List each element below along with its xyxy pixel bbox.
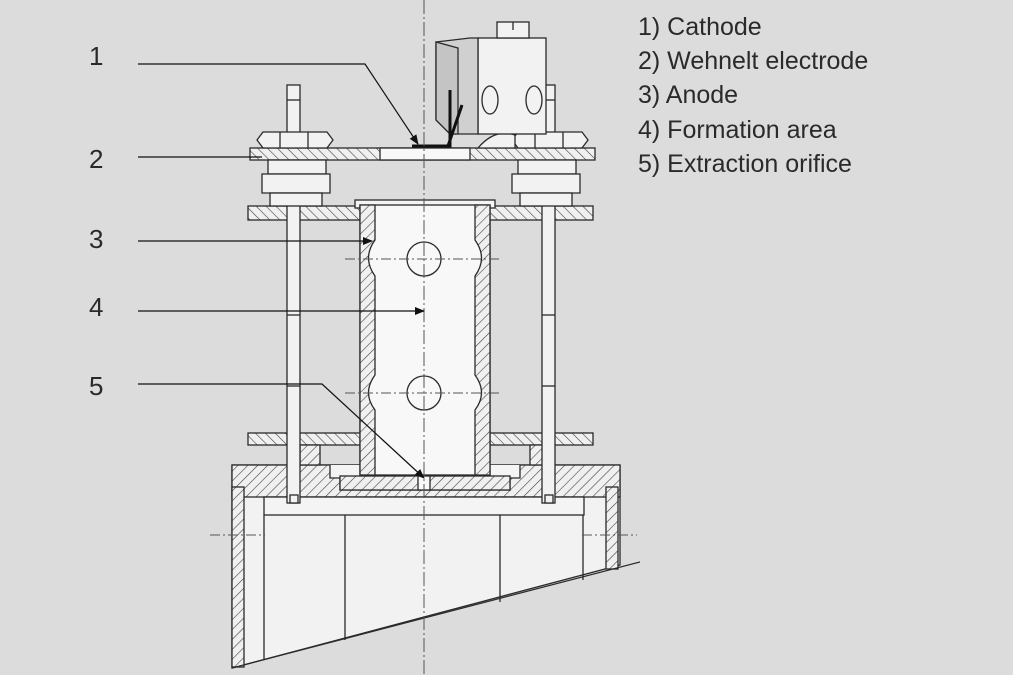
anode-tube xyxy=(359,204,491,476)
legend-item-anode: 3) Anode xyxy=(638,81,739,110)
legend-item-extraction-orifice: 5) Extraction orifice xyxy=(638,149,852,178)
callout-label-4: 4 xyxy=(89,292,104,322)
extraction-plate xyxy=(339,475,511,491)
leader-1 xyxy=(138,63,419,145)
legend: 1) Cathode 2) Wehnelt electrode 3) Anode… xyxy=(638,10,868,181)
wehnelt-plate xyxy=(249,147,596,161)
callout-label-3: 3 xyxy=(89,224,104,254)
legend-item-cathode: 1) Cathode xyxy=(638,13,762,41)
cathode-filament xyxy=(412,90,464,148)
legend-item-wehnelt-electrode: 2) Wehnelt electrode xyxy=(638,47,869,76)
callout-label-1: 1 xyxy=(89,41,104,71)
callout-label-2: 2 xyxy=(89,144,104,174)
leader-5 xyxy=(138,383,425,479)
legend-item-formation-area: 4) Formation area xyxy=(638,115,837,144)
callout-label-5: 5 xyxy=(89,371,104,401)
cathode-mount xyxy=(435,21,547,149)
nuts xyxy=(256,131,589,207)
